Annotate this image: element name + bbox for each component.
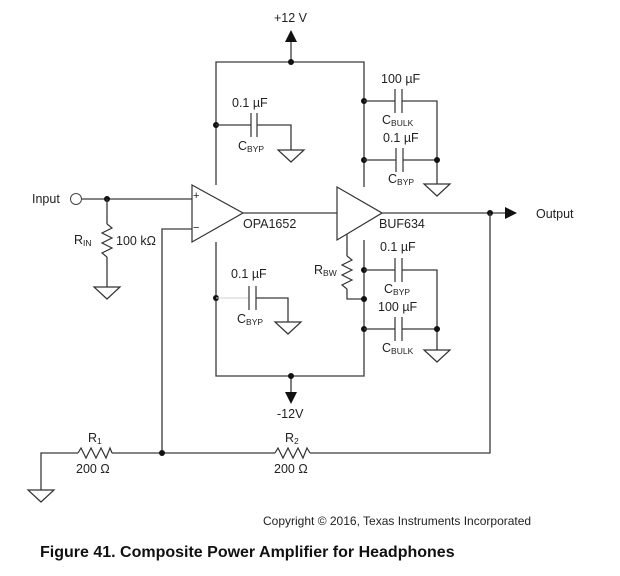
c-buf-bot-bulk-label: CBULK [382,341,414,356]
c-buf-bot-byp-label: CBYP [384,282,411,297]
negative-supply-label: -12V [277,407,304,421]
ground-icon [26,489,56,503]
buf-bottom-capacitors [361,258,452,363]
opa-bottom-bypass-capacitor [213,286,303,335]
c-buf-top-byp-label: CBYP [388,172,415,187]
opamp-minus-sign: − [193,222,200,234]
r1-value: 200 Ω [76,462,110,476]
input-terminal-icon [70,193,82,205]
ground-icon [422,183,452,197]
r1-label: R1 [88,431,102,446]
buffer-part-label: BUF634 [379,217,425,231]
resistor-r2-icon [274,446,311,460]
c-buf-top-bulk-value: 100 µF [381,72,421,86]
c-opa-top-label: CBYP [238,139,265,154]
output-arrow-icon [505,207,517,219]
ground-icon [276,149,306,163]
r2-value: 200 Ω [274,462,308,476]
buf634-buffer [336,185,517,242]
rbw-label: RBW [314,263,337,278]
resistor-rbw-icon [340,255,354,290]
output-label: Output [536,207,574,221]
opa1652-opamp [191,183,337,244]
ground-icon [422,349,452,363]
ground-icon [273,321,303,335]
rin-label: RIN [74,233,92,248]
ground-icon [92,286,122,300]
c-opa-bot-label: CBYP [237,312,264,327]
copyright-notice: Copyright © 2016, Texas Instruments Inco… [263,514,532,528]
r2-label: R2 [285,431,299,446]
c-buf-top-byp-value: 0.1 µF [383,131,419,145]
buf-top-capacitors [361,89,452,197]
c-buf-top-bulk-label: CBULK [382,113,414,128]
supply-arrow-down-icon [285,392,297,404]
c-opa-bot-value: 0.1 µF [231,267,267,281]
resistor-r1-icon [77,446,113,460]
opamp-plus-sign: + [193,190,200,202]
c-buf-bot-bulk-value: 100 µF [378,300,418,314]
opamp-part-label: OPA1652 [243,217,297,231]
feedback-network [26,213,491,503]
input-label: Input [32,192,60,206]
negative-supply-rail [215,240,365,404]
rin-value: 100 kΩ [116,234,156,248]
figure-caption: Figure 41. Composite Power Amplifier for… [40,544,455,561]
supply-arrow-up-icon [285,30,297,42]
resistor-rin-icon [100,223,114,258]
rbw-resistor [340,234,367,302]
c-buf-bot-byp-value: 0.1 µF [380,240,416,254]
c-opa-top-value: 0.1 µF [232,96,268,110]
input-network [70,193,192,300]
opa-top-bypass-capacitor [213,113,306,163]
positive-supply-label: +12 V [274,11,308,25]
